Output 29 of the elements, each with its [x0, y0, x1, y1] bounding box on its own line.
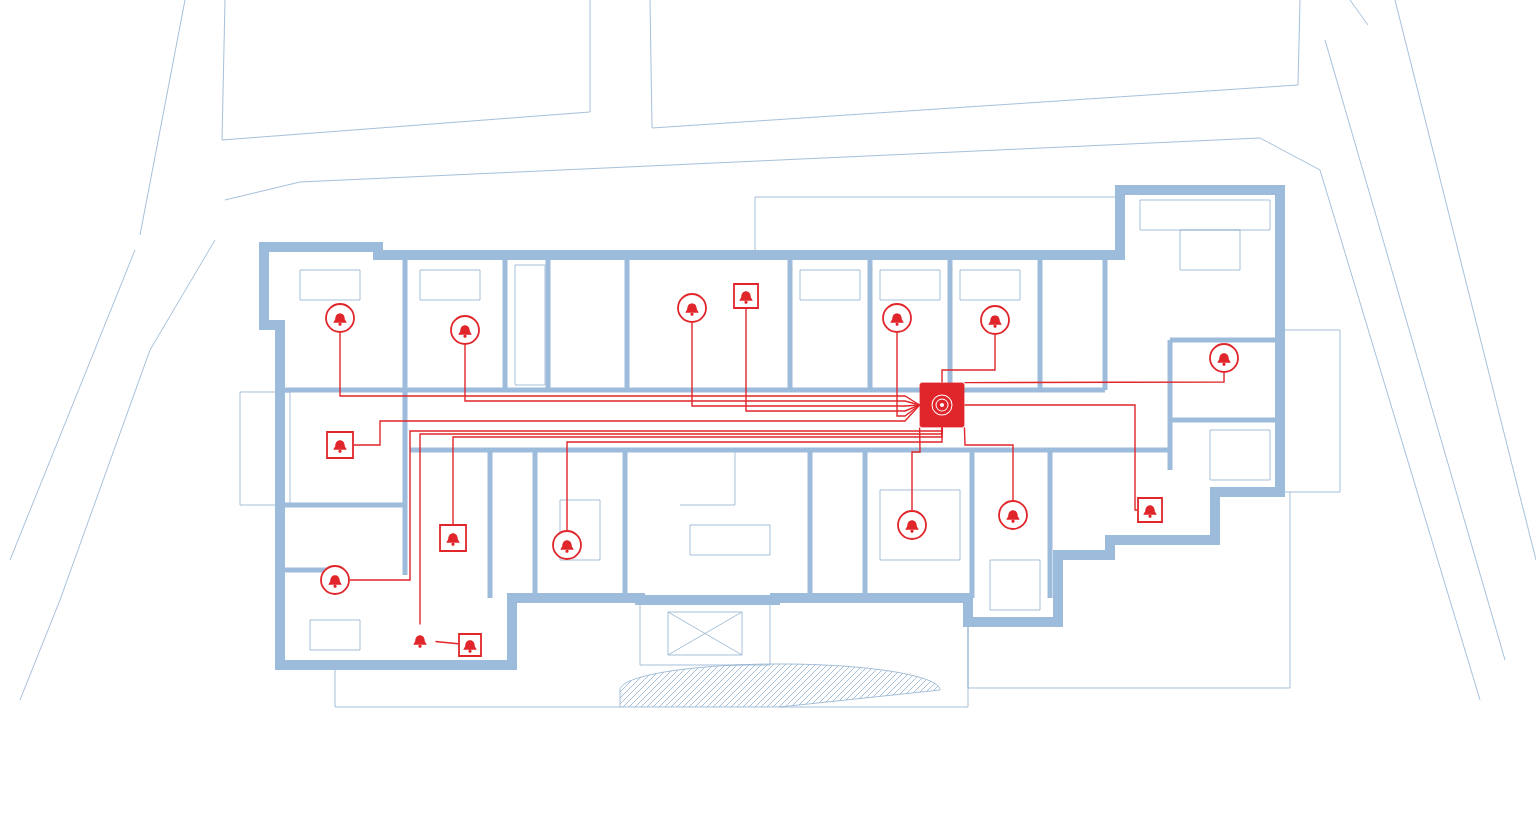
alarm-device-icon [998, 500, 1028, 530]
alarm-device-icon [439, 524, 467, 552]
wire [339, 332, 921, 406]
wire [419, 426, 943, 626]
alarm-device-icon [325, 303, 355, 333]
wire [896, 332, 921, 417]
alarm-device-icon [897, 510, 927, 540]
wire [745, 308, 921, 412]
wire [911, 426, 921, 511]
wire [963, 404, 1138, 511]
alarm-device-icon [733, 283, 759, 309]
alarm-device-icon [677, 293, 707, 323]
control-panel [919, 382, 965, 428]
alarm-device-icon [450, 315, 480, 345]
alarm-device-icon [552, 530, 582, 560]
alarm-device-icon [980, 305, 1010, 335]
wire [434, 640, 459, 645]
bell-icon [413, 635, 427, 648]
alarm-device-icon [882, 303, 912, 333]
wire [963, 426, 1014, 501]
wire [353, 404, 921, 446]
alarm-device-icon [1209, 343, 1239, 373]
wire [941, 334, 996, 384]
wire [963, 372, 1225, 384]
alarm-device-icon [320, 565, 350, 595]
alarm-device-icon [458, 633, 482, 657]
alarm-device-icon [1137, 497, 1163, 523]
wire [691, 322, 921, 407]
alarm-device-icon [326, 431, 354, 459]
